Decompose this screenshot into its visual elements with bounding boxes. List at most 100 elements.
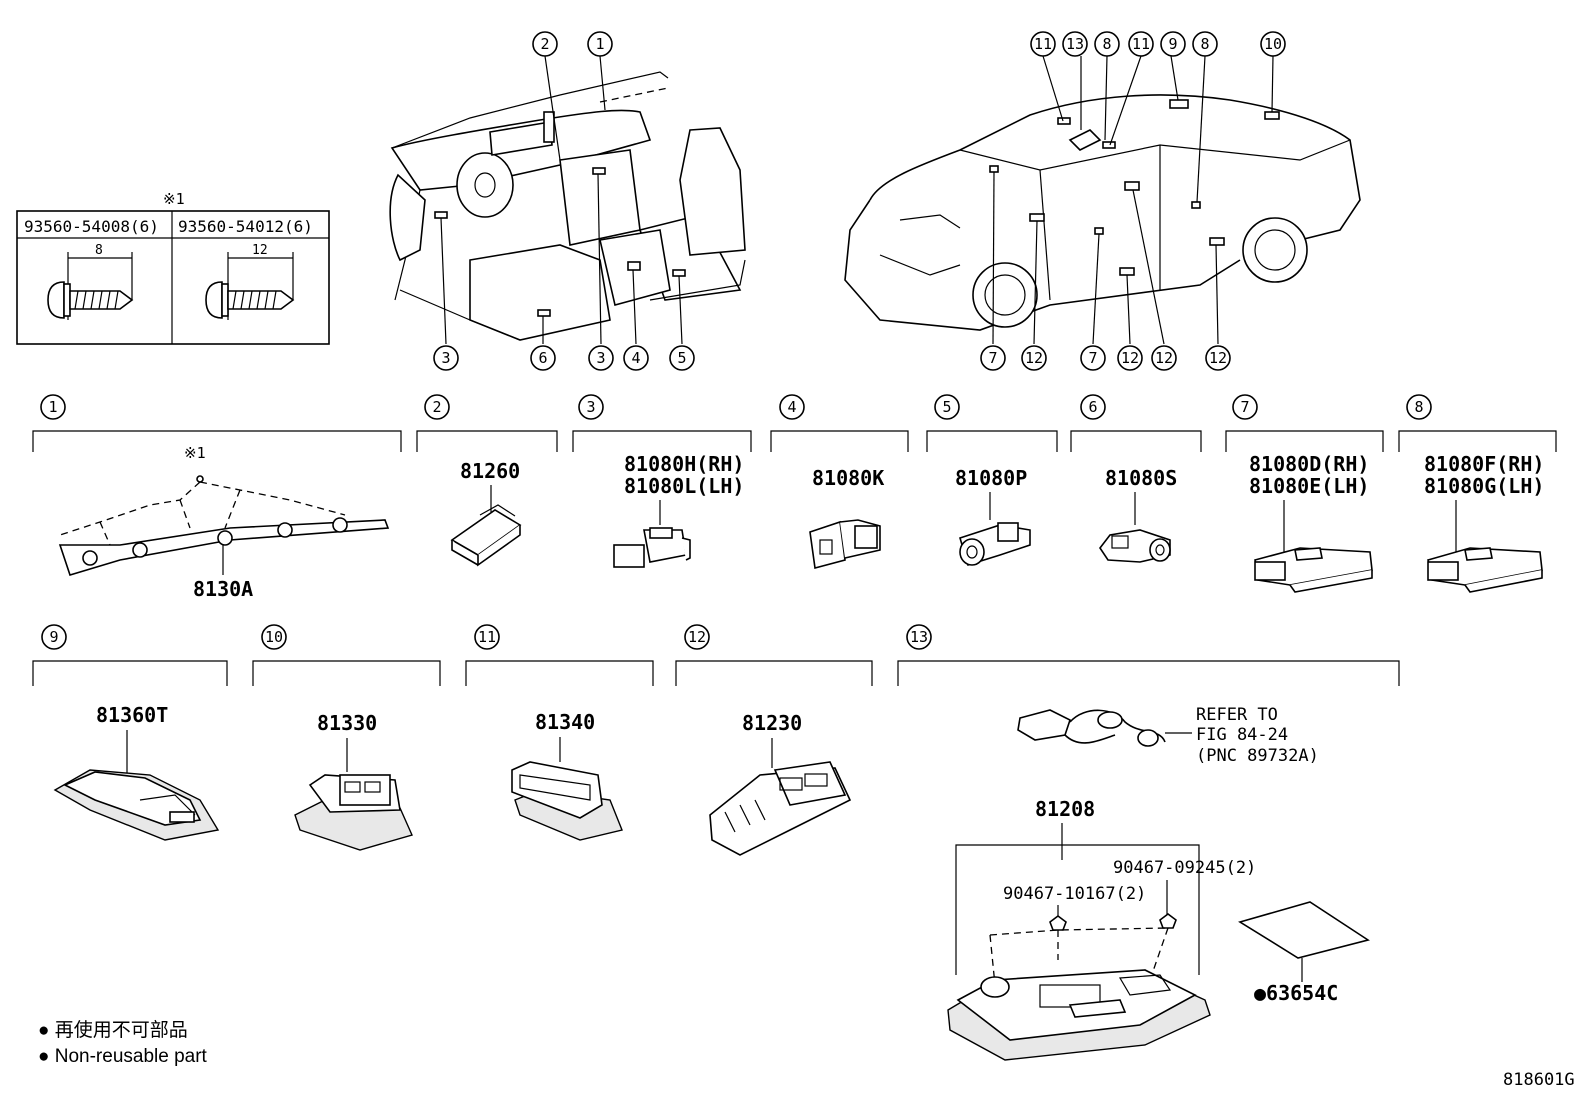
legend: ● 再使用不可部品 ● Non-reusable part: [38, 1019, 208, 1067]
legend-jp: ● 再使用不可部品: [38, 1019, 188, 1041]
part-number: 81230: [742, 711, 802, 735]
group-12: 12 81230: [675, 624, 873, 856]
connector-sensor-icon: [1099, 529, 1171, 563]
callout-circle: 7: [1080, 345, 1106, 371]
group-10: 10 81330: [252, 624, 441, 851]
door-sensor-icon: [1427, 547, 1543, 593]
callout-circle: 1: [587, 31, 613, 57]
callout-circle: 11: [1030, 31, 1056, 57]
callout-number: 7: [1088, 349, 1097, 367]
callout-circle: 11: [1128, 31, 1154, 57]
part-number: 81080K: [812, 466, 884, 490]
group-4: 4 81080K: [770, 394, 909, 570]
callout-number: 11: [1034, 35, 1052, 53]
group-number: 9: [49, 628, 58, 646]
callout-circle: 12: [1205, 345, 1231, 371]
callout-circle: 13: [1062, 31, 1088, 57]
lens-icon: [1238, 901, 1370, 959]
callout-number: 4: [631, 349, 640, 367]
callout-circle: 3: [588, 345, 614, 371]
part-number: 81080H(RH): [624, 452, 744, 476]
group-8: 8 81080F(RH) 81080G(LH): [1398, 394, 1557, 593]
refer-line-1: REFER TO: [1196, 705, 1278, 725]
part-number: 81340: [535, 710, 595, 734]
connector-sensor-icon: [450, 504, 522, 567]
callout-number: 2: [540, 35, 549, 53]
connector-sensor-icon: [809, 519, 881, 570]
callout-number: 12: [1209, 349, 1227, 367]
screw-dim-8: 8: [95, 243, 103, 258]
exterior-callouts: 11 13 8 11 9 8 10 7 12 7 12 12 12: [980, 31, 1286, 371]
screw-table-note-mark: ※1: [163, 190, 185, 208]
group-1-note: ※1: [184, 444, 206, 462]
screw-part-number-1: 93560-54008(6): [24, 217, 159, 236]
vanity-lamp-icon: [511, 761, 623, 841]
group-number: 3: [586, 398, 595, 416]
callout-number: 5: [677, 349, 686, 367]
callout-number: 12: [1121, 349, 1139, 367]
group-number: 4: [787, 398, 796, 416]
group-1: 1 ※1 8130A: [32, 394, 402, 601]
group-9: 9 81360T: [32, 624, 228, 841]
group-3: 3 81080H(RH) 81080L(LH): [572, 394, 752, 568]
callout-number: 12: [1155, 349, 1173, 367]
callout-circle: 3: [433, 345, 459, 371]
group-2: 2 81260: [416, 394, 558, 567]
callout-circle: 8: [1192, 31, 1218, 57]
group-5: 5 81080P: [926, 394, 1058, 567]
screw-dim-12: 12: [252, 243, 268, 258]
callout-number: 3: [441, 349, 450, 367]
group-number: 1: [48, 398, 57, 416]
interior-callouts: 2 1 3 6 3 4 5: [433, 31, 695, 371]
courtesy-lamp-icon: [294, 774, 413, 851]
interior-view: [389, 55, 746, 345]
callout-circle: 7: [980, 345, 1006, 371]
group-number: 7: [1240, 398, 1249, 416]
screw-a-part-number: 90467-10167(2): [1003, 884, 1146, 904]
group-number: 10: [265, 628, 283, 646]
sub-harness-icon: [1017, 709, 1166, 747]
group-number: 5: [942, 398, 951, 416]
map-lamp-icon: [53, 769, 220, 841]
callout-circle: 12: [1117, 345, 1143, 371]
group-number: 11: [478, 628, 496, 646]
callout-circle: 9: [1160, 31, 1186, 57]
door-lamp-icon: [709, 761, 852, 856]
callout-circle: 12: [1151, 345, 1177, 371]
figure-id: 818601G: [1503, 1070, 1575, 1090]
callout-number: 9: [1168, 35, 1177, 53]
group-7: 7 81080D(RH) 81080E(LH): [1225, 394, 1384, 593]
callout-circle: 4: [623, 345, 649, 371]
callout-number: 3: [596, 349, 605, 367]
callout-circle: 12: [1021, 345, 1047, 371]
callout-number: 8: [1200, 35, 1209, 53]
group-number: 12: [688, 628, 706, 646]
group-number: 6: [1088, 398, 1097, 416]
group-11: 11 81340: [465, 624, 654, 841]
group-13: 13 REFER TO FIG 84-24 (PNC 89732A) 81208…: [897, 624, 1400, 1061]
callout-number: 13: [1066, 35, 1084, 53]
callout-number: 6: [538, 349, 547, 367]
screw-table: ※1 93560-54008(6) 93560-54012(6) 8 12: [16, 190, 330, 345]
screw-12-icon: 12: [205, 243, 295, 320]
screw-b-part-number: 90467-09245(2): [1113, 858, 1256, 878]
callout-number: 12: [1025, 349, 1043, 367]
part-number: 81080D(RH): [1249, 452, 1369, 476]
part-number: 81080G(LH): [1424, 474, 1544, 498]
callout-number: 7: [988, 349, 997, 367]
console-box-icon: [947, 969, 1211, 1061]
connector-sensor-icon: [613, 527, 691, 568]
part-number: 81330: [317, 711, 377, 735]
lens-part-number: ●63654C: [1254, 981, 1338, 1005]
callout-number: 8: [1102, 35, 1111, 53]
part-number: 81080S: [1105, 466, 1177, 490]
door-sensor-icon: [1254, 547, 1373, 593]
callout-number: 1: [595, 35, 604, 53]
screw-8-icon: 8: [47, 243, 134, 320]
callout-circle: 6: [530, 345, 556, 371]
callout-circle: 10: [1260, 31, 1286, 57]
refer-line-2: FIG 84-24: [1196, 725, 1288, 745]
part-number: 81080L(LH): [624, 474, 744, 498]
legend-en: ● Non-reusable part: [38, 1046, 208, 1067]
